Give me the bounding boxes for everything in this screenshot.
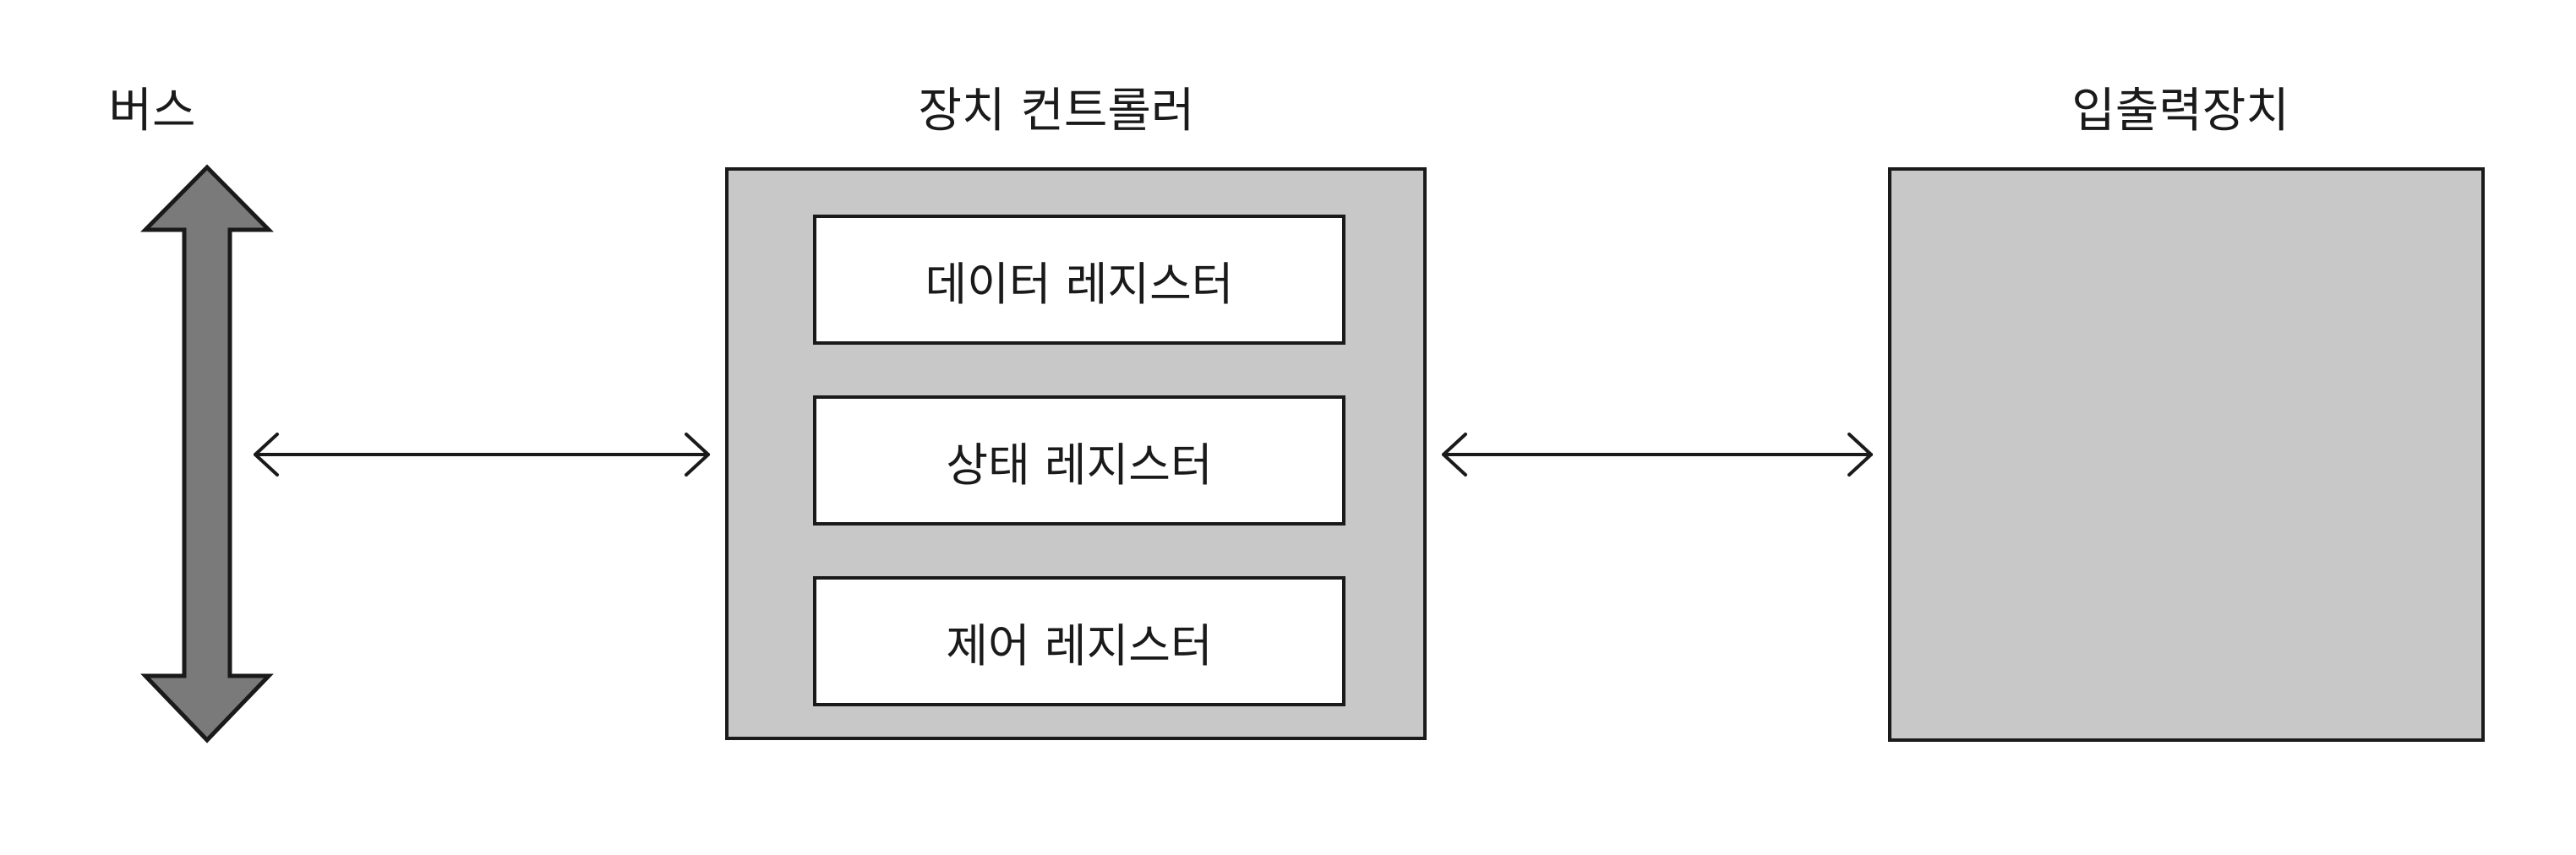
data-register: 데이터 레지스터: [813, 215, 1345, 345]
data-register-label: 데이터 레지스터: [925, 257, 1234, 311]
controller-io-arrow: [1442, 433, 1873, 477]
io-device-box: [1888, 167, 2485, 742]
status-register: 상태 레지스터: [813, 395, 1345, 526]
control-register-label: 제어 레지스터: [946, 618, 1213, 673]
device-controller-label: 장치 컨트롤러: [918, 84, 1195, 139]
control-register: 제어 레지스터: [813, 576, 1345, 706]
bus-arrow: [140, 164, 274, 743]
bus-controller-arrow: [254, 433, 710, 477]
device-controller-box: 데이터 레지스터 상태 레지스터 제어 레지스터: [725, 167, 1427, 740]
io-device-label: 입출력장치: [2071, 84, 2289, 139]
status-register-label: 상태 레지스터: [946, 438, 1213, 492]
bus-label: 버스: [108, 84, 196, 139]
